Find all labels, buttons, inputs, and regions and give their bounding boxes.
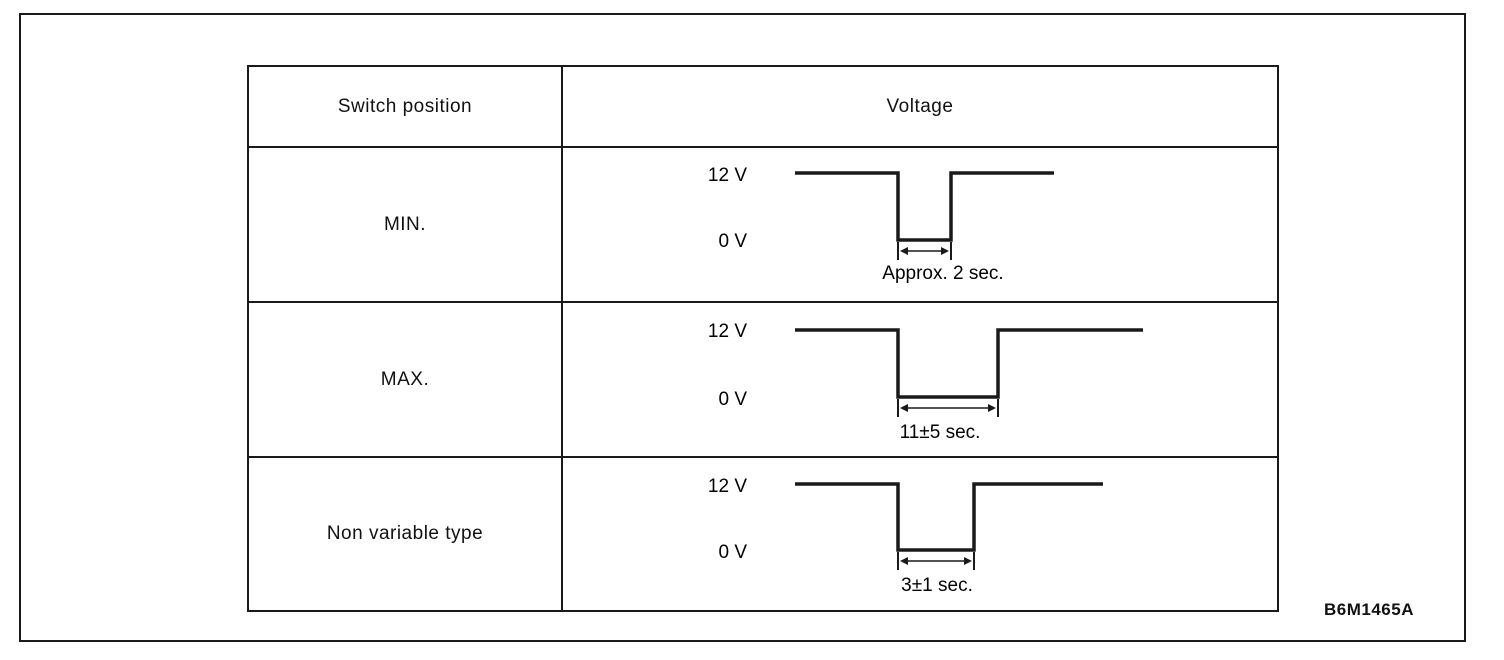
row-max-position: MAX. (380, 368, 430, 390)
row-nonvariable-position: Non variable type (326, 523, 484, 544)
row-min-pulse (795, 171, 1054, 242)
header-voltage: Voltage (886, 95, 954, 117)
row-nonvariable-pulse (795, 482, 1103, 552)
header-switch-position: Switch position (337, 95, 473, 117)
row-min-arrow-left (900, 247, 908, 255)
row-nonvariable-high-label: 12 V (708, 476, 747, 497)
row-min-waveform: 12 V 0 V Approx. 2 sec. (708, 165, 1054, 284)
row-nonvariable-arrow-right (964, 557, 972, 565)
voltage-table: Switch position Voltage MIN. 12 V 0 V Ap… (247, 65, 1279, 612)
row-min-high-label: 12 V (708, 165, 747, 186)
row-max-pulse (795, 328, 1143, 399)
row-divider-1 (249, 301, 1277, 303)
row-nonvariable-low-label: 0 V (718, 542, 747, 563)
row-max-waveform: 12 V 0 V 11±5 sec. (708, 321, 1143, 443)
row-min-position: MIN. (383, 213, 427, 235)
row-nonvariable-arrow-left (900, 557, 908, 565)
row-max-arrow-left (900, 404, 908, 412)
row-min-arrow-right (941, 247, 949, 255)
column-divider (561, 67, 563, 610)
row-min-duration-label: Approx. 2 sec. (882, 263, 1003, 284)
row-max-high-label: 12 V (708, 321, 747, 342)
figure-code: B6M1465A (1324, 600, 1414, 619)
row-nonvariable-waveform: 12 V 0 V 3±1 sec. (708, 476, 1103, 596)
row-max-arrow-right (988, 404, 996, 412)
header-divider (249, 146, 1277, 148)
row-min-low-label: 0 V (718, 231, 747, 252)
row-divider-2 (249, 456, 1277, 458)
figure-frame: Switch position Voltage MIN. 12 V 0 V Ap… (19, 13, 1466, 642)
row-nonvariable-duration-label: 3±1 sec. (901, 575, 973, 596)
row-max-duration-label: 11±5 sec. (900, 422, 981, 443)
row-max-low-label: 0 V (718, 389, 747, 410)
